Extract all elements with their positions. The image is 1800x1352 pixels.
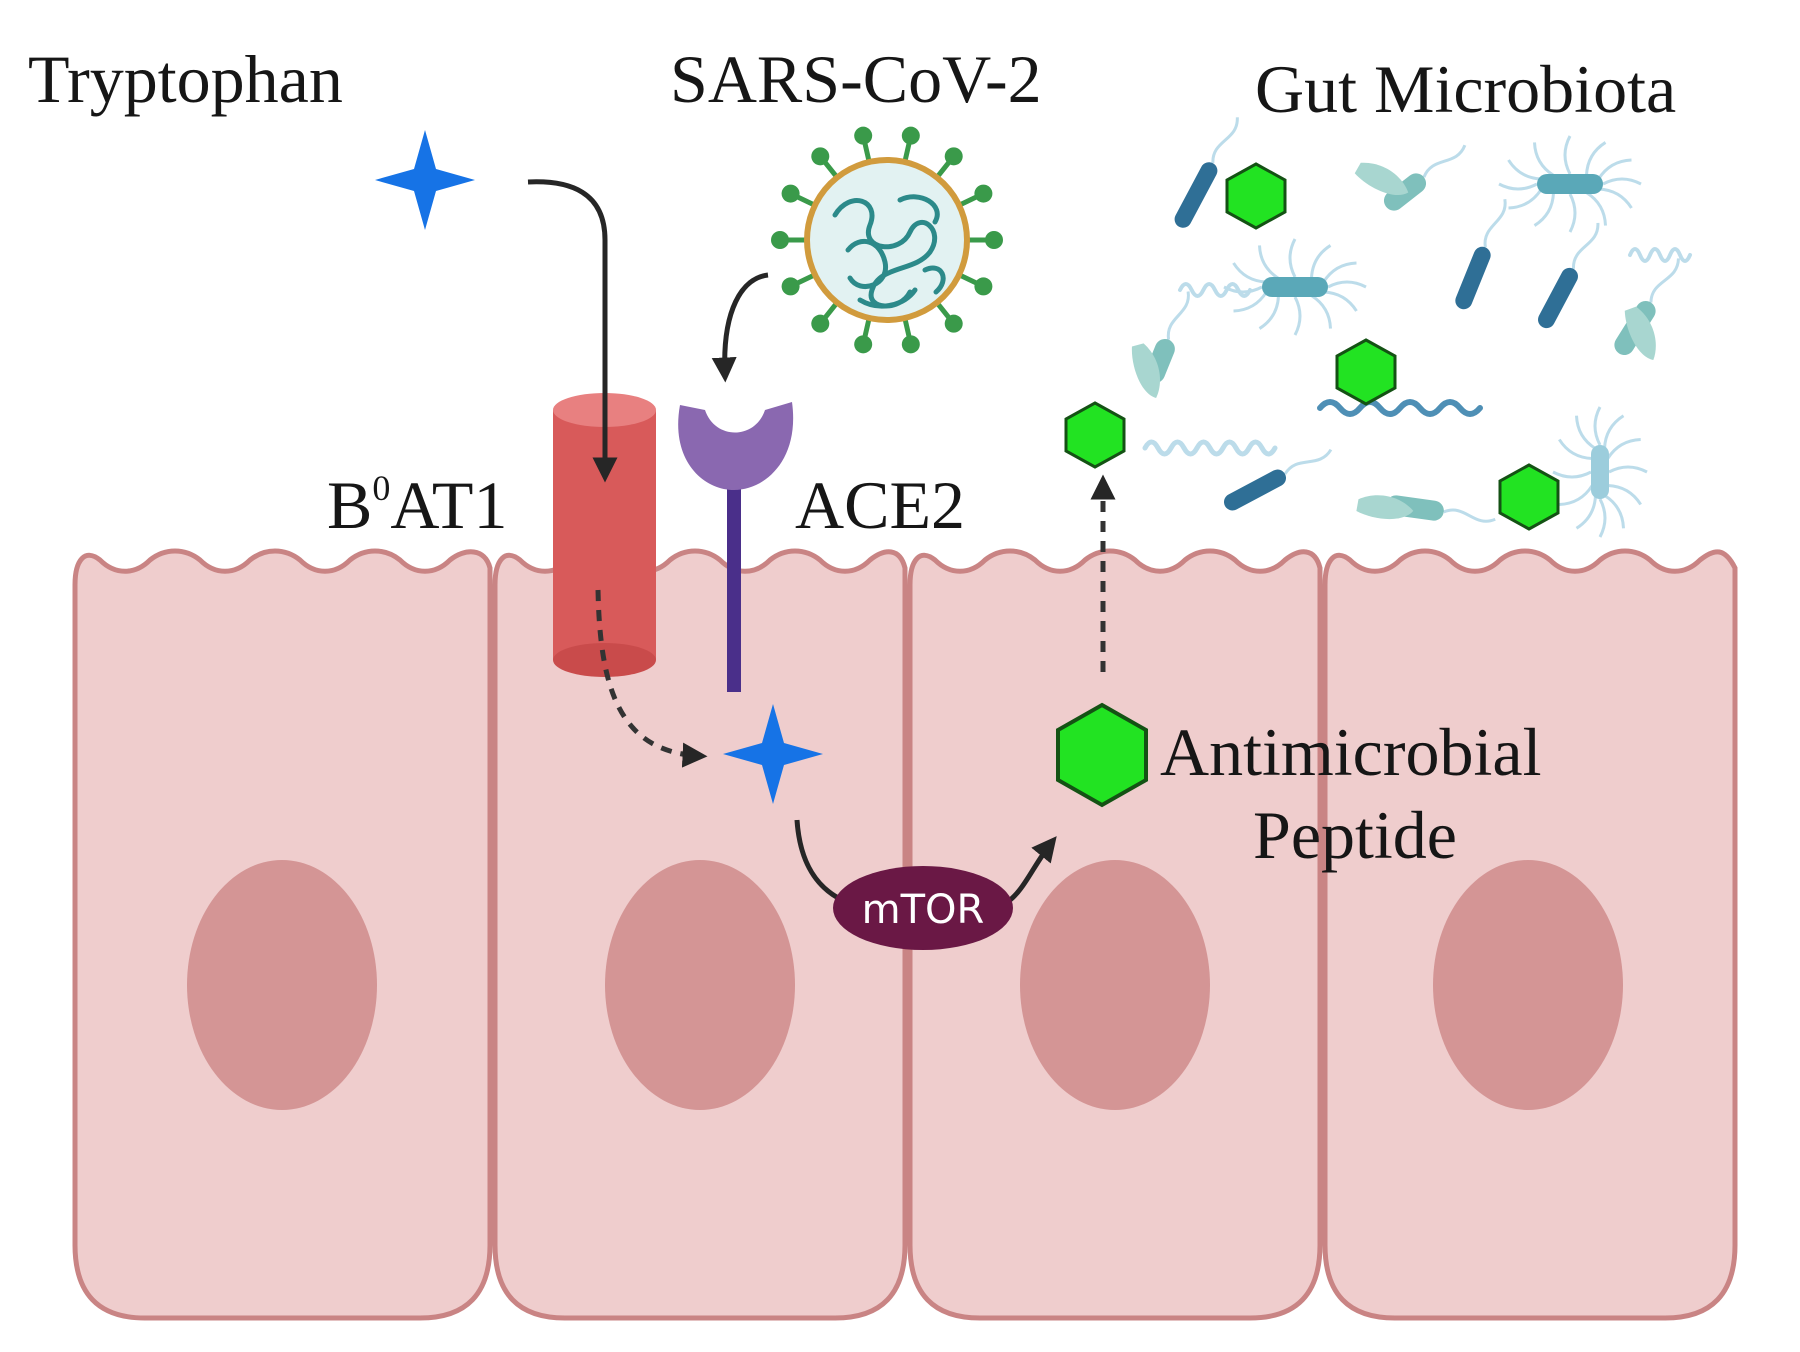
virus-spike [781,277,800,296]
bacterium [1455,198,1507,310]
gut-microbiota-label: Gut Microbiota [1255,51,1676,127]
bacterium [1178,282,1252,298]
virus-spike [974,184,993,203]
mtor-node: mTOR [833,866,1013,950]
bacterium [1537,222,1600,329]
peptide-label: Peptide [1253,797,1457,873]
tryptophan-label: Tryptophan [28,41,343,117]
nucleus [605,860,795,1110]
bacterium [1174,117,1239,228]
antimicrobial-peptide-hexagon-icon [1335,338,1397,406]
nucleus [1020,860,1210,1110]
virus-binding-arrow [711,272,769,383]
gut-microbiota-bacteria [1131,117,1692,538]
mtor-label: mTOR [862,887,985,933]
bacterium [1552,406,1648,538]
virus-spike [854,335,873,354]
b0at1-transporter [553,393,656,677]
tryptophan-star-icon [723,704,823,804]
b0at1-label: B0AT1 [327,467,507,543]
bacterium [1356,495,1414,520]
nucleus [187,860,377,1110]
virus-spike [854,126,873,145]
antimicrobial-label: Antimicrobial [1160,714,1541,790]
virus-spike [985,231,1003,249]
tryptophan-uptake-arrow [527,179,618,483]
antimicrobial-peptide-hexagon-icon [1056,702,1148,808]
bacterium [1628,247,1692,263]
antimicrobial-peptide-hexagon-icon [1498,463,1560,531]
virus-spike [944,314,963,333]
sars-cov-2-virus-icon [771,126,1003,354]
virus-spike [771,231,789,249]
tryptophan-mtor-arrow [794,819,844,903]
ace2-label: ACE2 [795,467,965,543]
virus-spike [901,126,920,145]
antimicrobial-peptide-hexagon-icon [1064,401,1126,469]
bacterium [1142,439,1278,457]
nucleus [1433,860,1623,1110]
bacterium [1498,135,1642,233]
virus-spike [944,147,963,166]
free-peptides [1064,162,1560,531]
nuclei [187,860,1623,1110]
sars-cov-2-label: SARS-CoV-2 [670,41,1042,117]
bacterium [1223,238,1367,336]
virus-spike [974,277,993,296]
mtor-peptide-arrow [1008,836,1057,902]
tryptophan-star-icon [375,130,475,230]
antimicrobial-peptide-hexagon-icon [1225,162,1287,230]
bacterium [1131,343,1161,399]
cytoplasm-transport-arrow [595,589,708,768]
bacterium [1317,399,1483,417]
ace2-receptor [678,402,794,692]
virus-spike [901,335,920,354]
virus-spike [781,184,800,203]
bacterium [1354,162,1409,196]
virus-spike [811,314,830,333]
bacterium [1223,448,1333,511]
virus-spike [811,147,830,166]
bacterium [1624,306,1656,360]
